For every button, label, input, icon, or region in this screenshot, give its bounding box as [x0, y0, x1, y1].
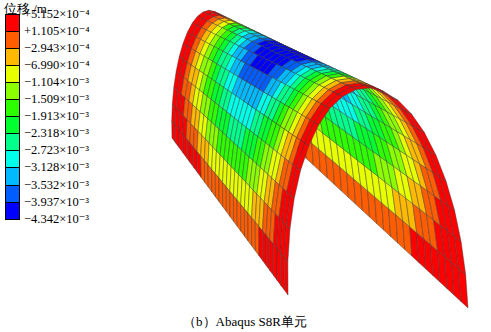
- shell-element: [186, 139, 190, 163]
- shell-element: [201, 156, 205, 182]
- shell-element: [365, 86, 384, 92]
- shell-element: [273, 244, 277, 280]
- shell-element: [248, 213, 252, 246]
- legend-value: +1.105×10⁻⁴: [24, 24, 90, 38]
- shell-element: [190, 143, 194, 167]
- legend-bar-end: [5, 219, 20, 220]
- shell-element: [281, 253, 285, 290]
- shell-element: [204, 161, 208, 187]
- legend-value: −3.937×10⁻³: [24, 195, 89, 209]
- shell-element: [284, 225, 290, 261]
- shell-element: [439, 177, 454, 210]
- legend-value: −2.943×10⁻⁴: [24, 41, 90, 55]
- shell-element: [430, 151, 447, 181]
- shell-element: [270, 240, 274, 276]
- shell-element: [406, 111, 425, 132]
- shell-element: [305, 122, 319, 146]
- shell-element: [197, 152, 201, 177]
- legend-value: +5.152×10⁻⁴: [24, 7, 90, 21]
- shell-element: [326, 94, 343, 108]
- shell-element: [338, 87, 356, 96]
- shell-element: [241, 205, 245, 237]
- legend-swatch: [5, 31, 20, 49]
- shell-element: [454, 236, 465, 274]
- legend-value: −6.990×10⁻⁴: [24, 58, 90, 72]
- shell-element: [219, 178, 223, 207]
- legend-swatch: [5, 116, 20, 134]
- legend-value: −1.913×10⁻³: [24, 109, 89, 123]
- shell-element: [286, 195, 294, 229]
- shell-element: [208, 165, 212, 192]
- legend-value: −3.128×10⁻³: [24, 160, 89, 174]
- legend-swatch: [5, 202, 20, 220]
- shell-element: [237, 200, 241, 231]
- shell-element: [172, 121, 176, 143]
- shell-element: [259, 227, 263, 261]
- figure-caption: （b）Abaqus S8R单元: [183, 313, 307, 331]
- shell-element: [194, 147, 198, 172]
- shell-element: [418, 129, 436, 155]
- shell-element: [244, 209, 248, 241]
- shell-element: [448, 205, 461, 241]
- legend-value: −3.532×10⁻³: [24, 178, 89, 192]
- legend-swatch: [5, 14, 20, 32]
- legend-swatch: [5, 99, 20, 117]
- shell-element: [179, 130, 183, 153]
- legend-swatch: [5, 65, 20, 83]
- shell-mesh: [172, 10, 468, 308]
- legend-value: −2.318×10⁻³: [24, 126, 89, 140]
- shell-element: [212, 169, 216, 196]
- legend-swatch: [5, 185, 20, 203]
- shell-element: [297, 143, 309, 171]
- shell-element: [255, 222, 259, 256]
- shell-element: [266, 235, 270, 270]
- legend-value: −2.723×10⁻³: [24, 143, 89, 157]
- shell-element: [459, 269, 468, 308]
- legend-value: −1.509×10⁻³: [24, 92, 89, 106]
- legend-swatch: [5, 167, 20, 185]
- shell-element: [230, 191, 234, 221]
- legend-swatch: [5, 150, 20, 168]
- shell-element: [284, 257, 288, 295]
- shell-element: [223, 183, 227, 212]
- legend-swatch: [5, 48, 20, 66]
- shell-element: [183, 134, 187, 157]
- shell-element: [252, 218, 256, 251]
- shell-element: [262, 231, 266, 266]
- shell-element: [387, 95, 406, 111]
- shell-element: [215, 174, 219, 202]
- legend-swatch: [5, 133, 20, 151]
- legend-value: −1.104×10⁻³: [24, 75, 89, 89]
- shell-element: [392, 98, 411, 115]
- legend-swatch: [5, 82, 20, 100]
- shell-element: [226, 187, 230, 217]
- shell-element: [233, 196, 237, 227]
- shell-element: [290, 168, 300, 199]
- shell-element: [314, 106, 330, 125]
- shell-element: [175, 125, 179, 147]
- legend-value: −4.342×10⁻³: [24, 212, 89, 226]
- shell-element: [277, 248, 281, 285]
